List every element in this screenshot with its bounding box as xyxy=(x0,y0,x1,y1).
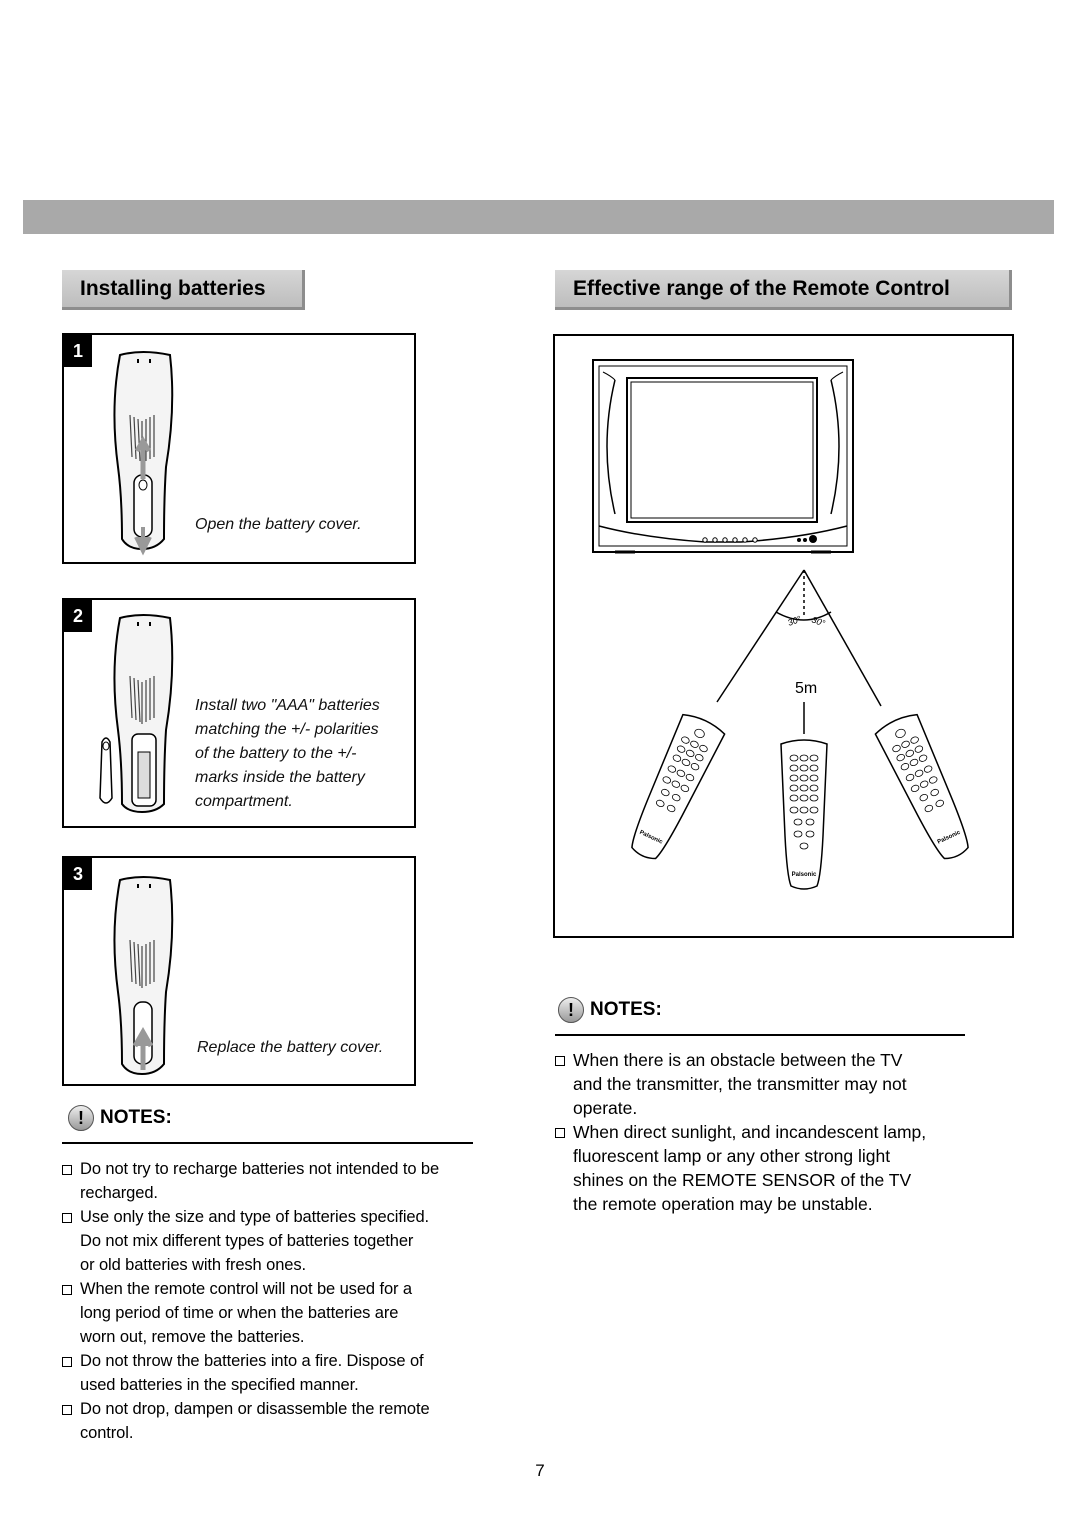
note-line: the remote operation may be unstable. xyxy=(573,1194,873,1214)
step-2-box: 2 Install two "AAA" batteries matching t… xyxy=(62,598,416,828)
note-line: Do not throw the batteries into a fire. … xyxy=(80,1352,424,1370)
range-diagram-box: 30° 30° 5m Palsonic xyxy=(553,334,1014,938)
note-line: Do not mix different types of batteries … xyxy=(80,1232,414,1250)
note-line: control. xyxy=(80,1424,134,1442)
range-lines xyxy=(716,569,882,707)
remote-right: Palsonic xyxy=(874,713,969,860)
step-1-number: 1 xyxy=(64,335,92,367)
note-line: Use only the size and type of batteries … xyxy=(80,1208,430,1226)
step-2-caption-line: matching the +/- polarities xyxy=(195,721,379,738)
right-notes-list: When there is an obstacle between the TV… xyxy=(555,1048,1015,1216)
note-line: Do not drop, dampen or disassemble the r… xyxy=(80,1400,430,1418)
note-line: fluorescent lamp or any other strong lig… xyxy=(573,1146,891,1166)
note-item: When the remote control will not be used… xyxy=(62,1277,492,1349)
note-line: When there is an obstacle between the TV xyxy=(573,1050,903,1070)
step-3-number: 3 xyxy=(64,858,92,890)
step-2-caption: Install two "AAA" batteries matching the… xyxy=(195,694,380,814)
exclamation-icon: ! xyxy=(558,997,584,1023)
range-diagram: 30° 30° 5m Palsonic xyxy=(592,359,969,890)
note-line: worn out, remove the batteries. xyxy=(80,1328,305,1346)
note-line: and the transmitter, the transmitter may… xyxy=(573,1074,907,1094)
remote-brand-label: Palsonic xyxy=(792,872,817,878)
step-1-caption: Open the battery cover. xyxy=(195,516,362,533)
angle-left-label: 30° xyxy=(786,614,803,628)
step-2-caption-line: compartment. xyxy=(195,793,293,810)
right-notes-heading: ! NOTES: xyxy=(558,997,662,1023)
step-2-caption-line: Install two "AAA" batteries xyxy=(195,697,380,714)
remote-replace-cover-illustration xyxy=(113,876,174,1076)
notes-label: NOTES: xyxy=(590,999,662,1020)
step-3-caption: Replace the battery cover. xyxy=(197,1039,384,1056)
note-line: or old batteries with fresh ones. xyxy=(80,1256,306,1274)
remote-center: Palsonic xyxy=(780,739,828,890)
note-line: long period of time or when the batterie… xyxy=(80,1304,399,1322)
left-notes-rule xyxy=(62,1142,473,1144)
note-line: used batteries in the specified manner. xyxy=(80,1376,359,1394)
remote-insert-batteries-illustration xyxy=(99,614,174,814)
note-line: operate. xyxy=(573,1098,638,1118)
step-1-box: 1 Open the battery cover. xyxy=(62,333,416,564)
top-banner-bar xyxy=(23,200,1054,234)
distance-label: 5m xyxy=(795,680,817,697)
note-line: recharged. xyxy=(80,1184,158,1202)
remote-open-cover-illustration xyxy=(113,351,174,556)
left-notes-list: Do not try to recharge batteries not int… xyxy=(62,1157,492,1445)
step-2-caption-line: of the battery to the +/- xyxy=(195,745,357,762)
step-2-caption-line: marks inside the battery xyxy=(195,769,365,786)
exclamation-icon: ! xyxy=(68,1105,94,1131)
note-line: When direct sunlight, and incandescent l… xyxy=(573,1122,927,1142)
note-line: Do not try to recharge batteries not int… xyxy=(80,1160,440,1178)
effective-range-header: Effective range of the Remote Control xyxy=(555,270,1012,310)
note-line: When the remote control will not be used… xyxy=(80,1280,412,1298)
page-number: 7 xyxy=(535,1461,545,1480)
tv-illustration xyxy=(592,359,854,554)
remote-left: Palsonic xyxy=(631,713,726,860)
note-item: Do not try to recharge batteries not int… xyxy=(62,1157,492,1205)
angle-right-label: 30° xyxy=(810,614,827,628)
step-2-number: 2 xyxy=(64,600,92,632)
note-line: shines on the REMOTE SENSOR of the TV xyxy=(573,1170,912,1190)
step-3-box: 3 Replace the battery cover. xyxy=(62,856,416,1086)
left-notes-heading: ! NOTES: xyxy=(68,1105,172,1131)
note-item: Do not drop, dampen or disassemble the r… xyxy=(62,1397,492,1445)
notes-label: NOTES: xyxy=(100,1107,172,1128)
note-item: When there is an obstacle between the TV… xyxy=(555,1048,1015,1120)
note-item: Use only the size and type of batteries … xyxy=(62,1205,492,1277)
note-item: When direct sunlight, and incandescent l… xyxy=(555,1120,1015,1216)
note-item: Do not throw the batteries into a fire. … xyxy=(62,1349,492,1397)
right-notes-rule xyxy=(555,1034,965,1036)
installing-batteries-header: Installing batteries xyxy=(62,270,305,310)
